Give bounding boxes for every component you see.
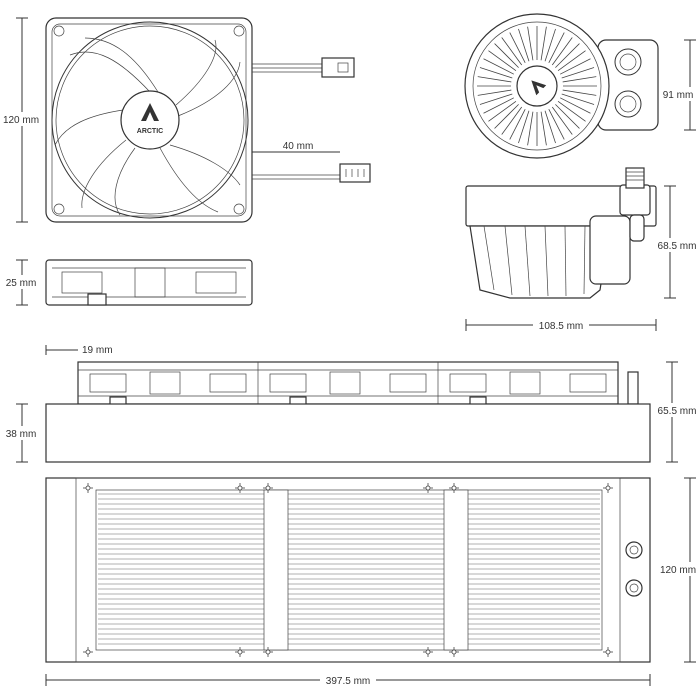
fan-hub (120, 90, 180, 150)
svg-text:120 mm: 120 mm (3, 115, 39, 126)
fan-blades (54, 37, 241, 216)
radiator-screws (83, 483, 613, 657)
svg-text:40 mm: 40 mm (283, 141, 314, 152)
dim-pump-diameter: 91 mm (659, 39, 697, 131)
pump-side-view (465, 167, 657, 299)
svg-text:68.5 mm: 68.5 mm (658, 241, 697, 252)
svg-text:397.5 mm: 397.5 mm (326, 676, 370, 687)
radiator-front-view (45, 477, 651, 663)
svg-text:108.5 mm: 108.5 mm (539, 321, 583, 332)
dim-fan-thickness: 25 mm (2, 259, 42, 306)
radiator-body-side (45, 403, 651, 463)
dim-fan-offset: 19 mm (45, 345, 113, 356)
svg-text:91 mm: 91 mm (663, 90, 694, 101)
radiator-fins (98, 489, 600, 651)
dim-radiator-length: 397.5 mm (45, 673, 651, 687)
pump-top-view (464, 13, 659, 159)
svg-text:65.5 mm: 65.5 mm (658, 406, 697, 417)
dim-cable-length: 40 mm (252, 139, 340, 154)
svg-text:120 mm: 120 mm (660, 565, 696, 576)
fan-front-view: ARCTIC (45, 17, 253, 223)
dim-total-thickness: 65.5 mm (655, 361, 700, 463)
svg-text:25 mm: 25 mm (6, 278, 37, 289)
pump-fins (477, 26, 597, 146)
fan-side-view (45, 259, 253, 306)
svg-text:19 mm: 19 mm (82, 345, 113, 356)
dim-pump-width: 108.5 mm (465, 318, 657, 332)
fan-cable-4pin (252, 163, 371, 183)
dim-fan-height: 120 mm (2, 17, 42, 223)
arctic-logo (141, 103, 159, 121)
fan-cable-connector (252, 57, 355, 78)
dim-radiator-thickness: 38 mm (2, 403, 42, 463)
arctic-logo-text: ARCTIC (137, 128, 163, 135)
dim-pump-height: 68.5 mm (655, 185, 700, 299)
svg-text:38 mm: 38 mm (6, 429, 37, 440)
dim-radiator-height: 120 mm (657, 477, 699, 663)
radiator-fans-side (77, 361, 639, 407)
